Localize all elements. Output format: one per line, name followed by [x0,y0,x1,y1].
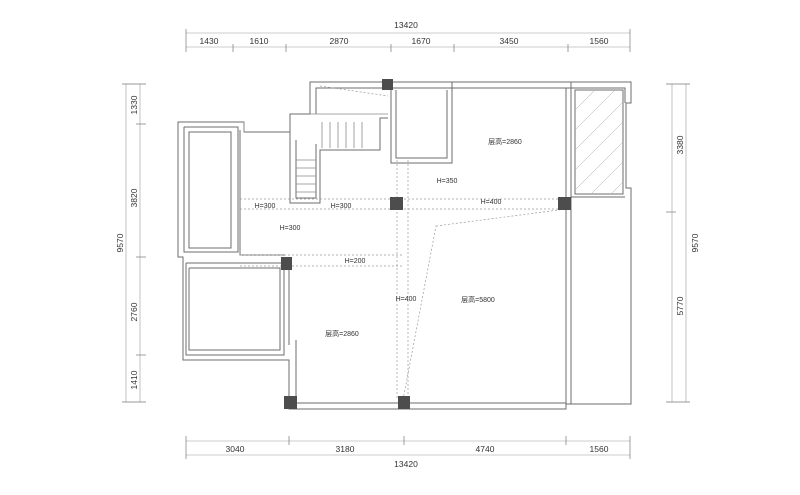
annotations: 层高=2860 H=350 H=400 H=300 H=300 H=300 H=… [255,137,522,338]
column [382,79,393,90]
top-segment-4: 1670 [412,36,431,46]
bottom-dimension-chain: 3040 3180 4740 1560 13420 [185,436,631,469]
ceiling-height-double: 层高=5800 [461,295,495,304]
bottom-segment-2: 3180 [336,444,355,454]
beam-lines [240,85,567,401]
beam-height-400-vertical: H=400 [396,296,417,303]
ceiling-height-lower-left: 层高=2860 [325,329,359,338]
top-dimension-chain: 13420 1430 1610 2870 1670 3450 1560 [185,20,631,52]
column [281,257,292,270]
top-segment-6: 1560 [590,36,609,46]
column [558,197,571,210]
beam-height-350: H=350 [437,178,458,185]
top-total-dimension: 13420 [394,20,418,30]
right-segment-1: 3380 [675,135,685,154]
bottom-total-dimension: 13420 [394,459,418,469]
column [390,197,403,210]
ceiling-height-upper-right: 层高=2860 [488,137,522,146]
balcony-glazing [574,89,624,195]
bottom-segment-3: 4740 [476,444,495,454]
right-total-dimension: 9570 [690,233,700,252]
beam-height-400-top: H=400 [481,199,502,206]
right-segment-2: 5770 [675,296,685,315]
beam-height-300-a: H=300 [255,203,276,210]
left-dimension-chain: 9570 1330 3820 2760 1410 [115,83,146,403]
column [284,396,297,409]
left-segment-2: 3820 [129,188,139,207]
left-segment-1: 1330 [129,95,139,114]
walls [177,81,632,410]
structural-columns [281,79,571,409]
left-segment-4: 1410 [129,370,139,389]
staircase [296,122,363,193]
top-segment-3: 2870 [330,36,349,46]
right-dimension-chain: 3380 5770 9570 [666,83,700,403]
column [398,396,410,409]
bottom-segment-1: 3040 [226,444,245,454]
top-segment-5: 3450 [500,36,519,46]
left-total-dimension: 9570 [115,233,125,252]
top-segment-2: 1610 [250,36,269,46]
left-segment-3: 2760 [129,302,139,321]
beam-height-300-c: H=300 [280,225,301,232]
beam-height-300-b: H=300 [331,203,352,210]
top-segment-1: 1430 [200,36,219,46]
beam-height-200: H=200 [345,258,366,265]
bottom-segment-4: 1560 [590,444,609,454]
